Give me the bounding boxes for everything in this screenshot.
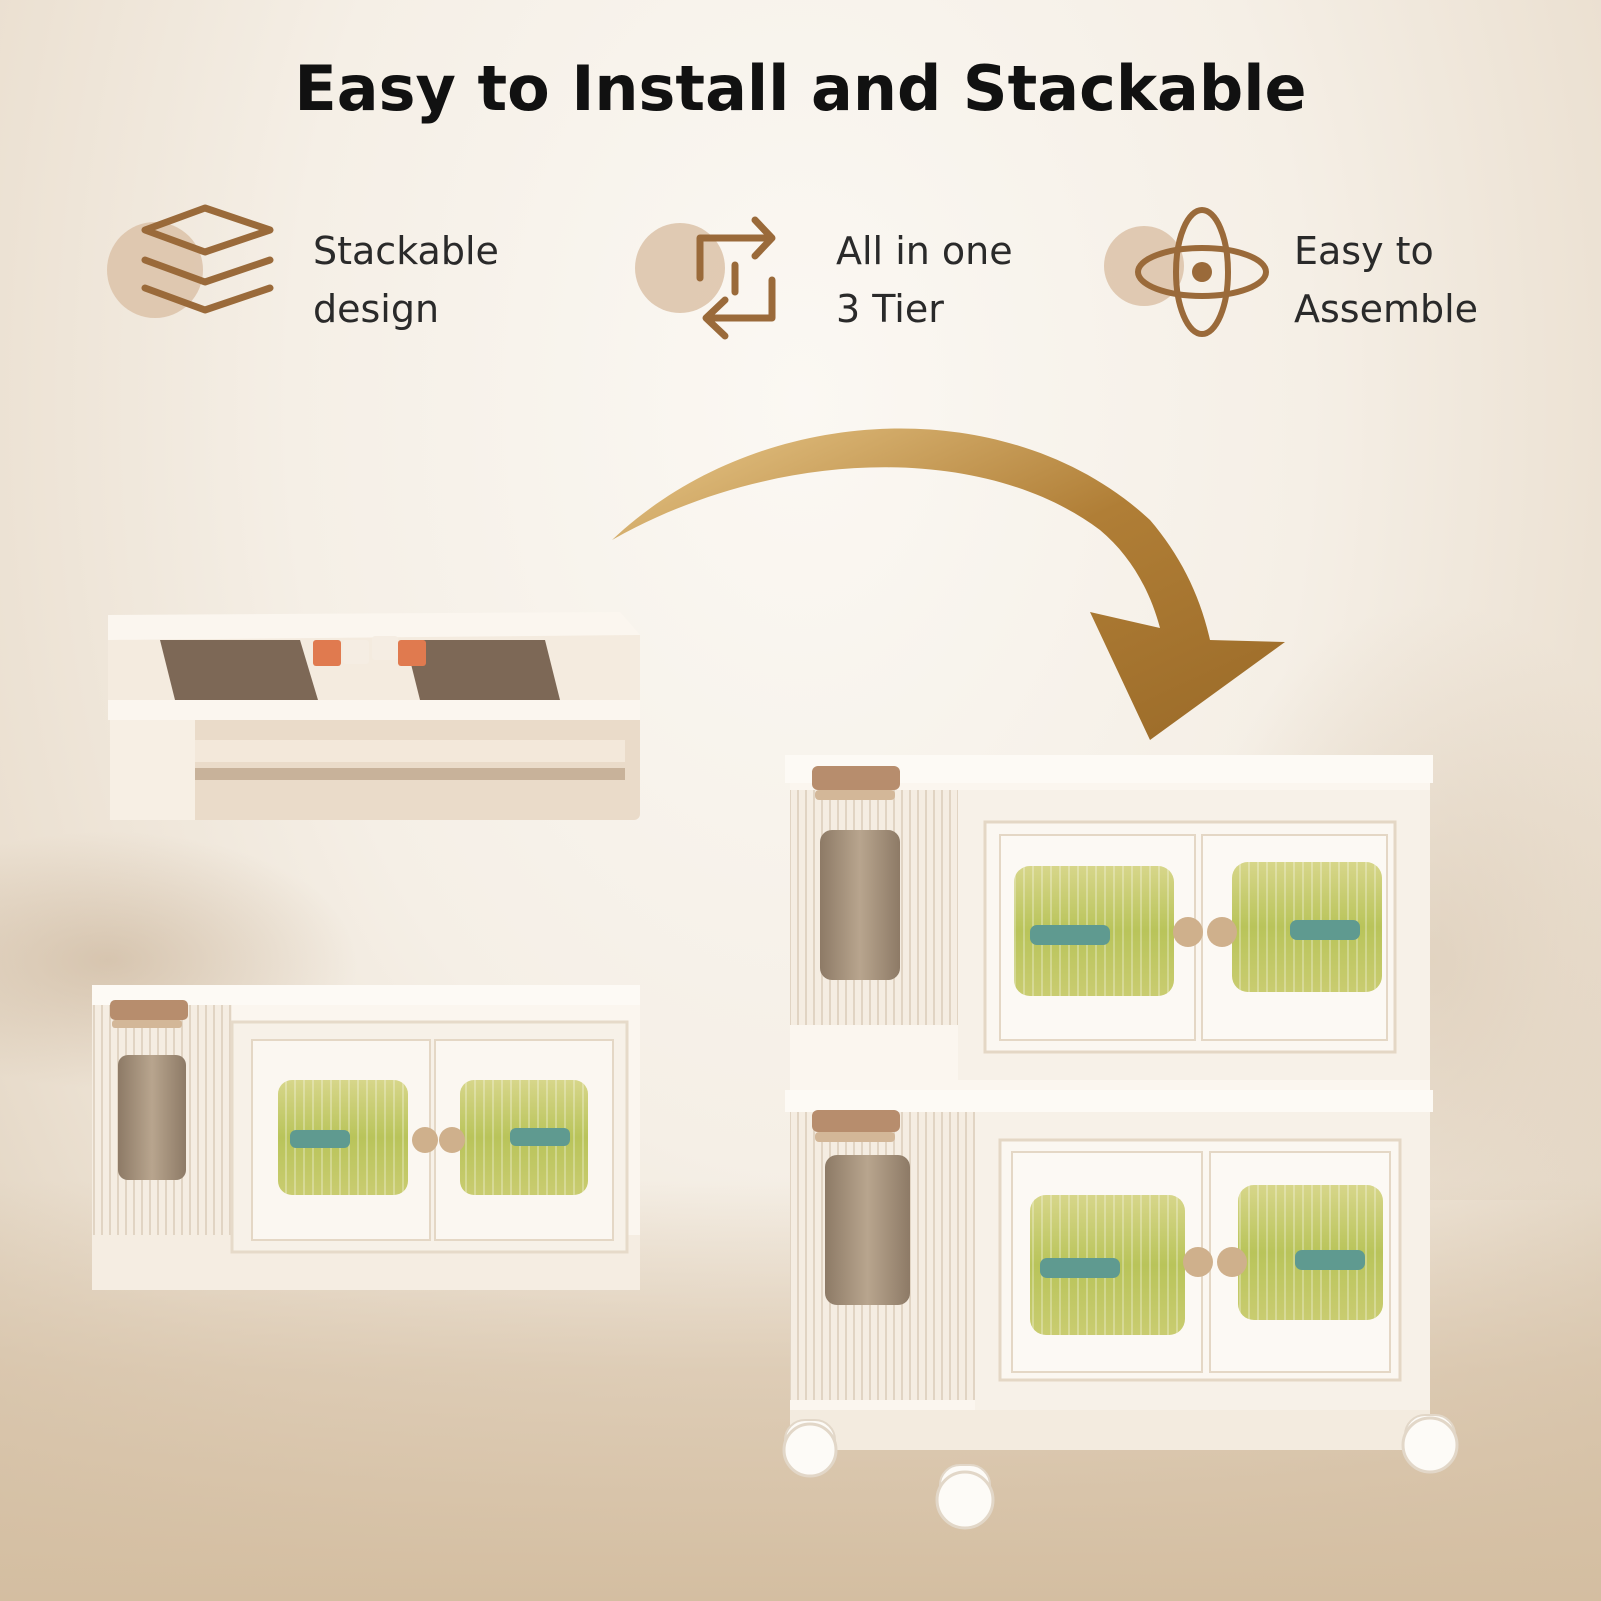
cabinet-knob [1183,1247,1213,1277]
folded-box-clip [313,636,426,666]
feature-line: Stackable [313,229,499,273]
feature-line: Easy to [1294,229,1434,273]
caster-wheel [1401,1414,1459,1474]
folded-box [108,612,640,820]
single-cabinet [92,985,640,1290]
feature-line: All in one [836,229,1013,273]
cabinet-handle [110,1000,188,1020]
stacked-cabinet [782,755,1459,1530]
orbit-atom-icon [1104,207,1269,337]
curved-arrow [612,428,1285,740]
feature-all-in-one-text: All in one 3 Tier [836,222,1013,338]
feature-easy-assemble: Easy to Assemble [1102,200,1582,350]
cabinet-knob [1217,1247,1247,1277]
caster-wheel [935,1464,995,1530]
cabinet-knob [1173,917,1203,947]
stacked-layers-icon [107,204,274,318]
cabinet-handle [812,766,900,790]
feature-stackable: Stackable design [105,200,525,350]
feature-easy-assemble-text: Easy to Assemble [1294,222,1478,338]
cabinet-handle [812,1110,900,1132]
caster-wheel [782,1419,838,1478]
feature-stackable-text: Stackable design [313,222,499,338]
feature-line: Assemble [1294,287,1479,331]
cabinet-knob [439,1127,465,1153]
feature-line: 3 Tier [836,287,944,331]
cabinet-knob [1207,917,1237,947]
swap-arrows-icon [635,216,776,340]
page-title: Easy to Install and Stackable [294,52,1307,125]
feature-line: design [313,287,440,331]
feature-all-in-one: All in one 3 Tier [630,200,1050,350]
cabinet-knob [412,1127,438,1153]
